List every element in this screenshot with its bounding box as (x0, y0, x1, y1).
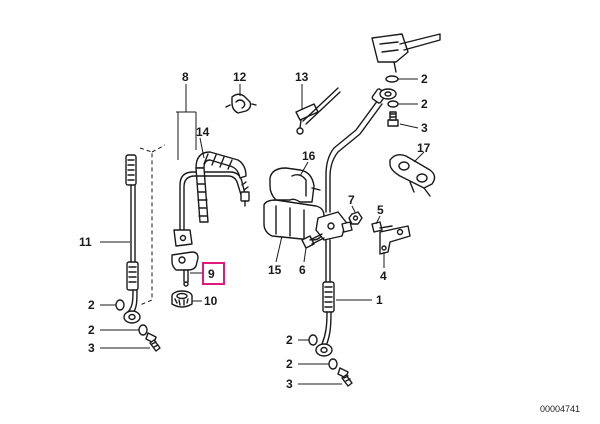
callout-4[interactable]: 4 (380, 269, 387, 283)
t-fitting[interactable] (315, 211, 353, 241)
callout-2-top-b[interactable]: 2 (421, 97, 428, 111)
callout-6[interactable]: 6 (299, 263, 306, 277)
banjo-bolt-3-right[interactable] (337, 367, 353, 387)
protective-sleeve-14[interactable] (195, 151, 250, 223)
callout-2-top-a[interactable]: 2 (421, 72, 428, 86)
pipe-fitting-8[interactable] (240, 191, 250, 207)
callout-9-highlight (202, 262, 225, 285)
washer-2-right-a[interactable] (308, 334, 318, 346)
leader-6 (303, 247, 307, 263)
bolt-6[interactable] (301, 233, 325, 249)
brake-pipe-8[interactable] (173, 171, 247, 247)
leader-8-branch (176, 111, 197, 160)
callout-14[interactable]: 14 (196, 125, 210, 139)
rubber-mount-15[interactable] (263, 199, 325, 241)
washer-2-left-a[interactable] (115, 299, 125, 311)
callout-3-top[interactable]: 3 (421, 121, 428, 135)
assembly-bracket-left (139, 147, 153, 306)
assembly-bracket-right (151, 144, 166, 153)
banjo-fitting-right[interactable] (315, 343, 333, 357)
pipe-clamp-13[interactable] (295, 87, 341, 135)
callout-9[interactable]: 9 (208, 267, 215, 281)
callout-5[interactable]: 5 (377, 203, 384, 217)
callout-3-left[interactable]: 3 (88, 341, 95, 355)
nut-7[interactable] (348, 211, 363, 225)
callout-17[interactable]: 17 (417, 141, 431, 155)
grommet-10[interactable] (171, 290, 193, 308)
callout-3-right[interactable]: 3 (286, 377, 293, 391)
hose-assembly-11[interactable] (125, 154, 139, 316)
banjo-fitting-left[interactable] (123, 310, 141, 324)
callout-16[interactable]: 16 (302, 149, 316, 163)
washer-2-right-b[interactable] (328, 358, 338, 370)
screw-5[interactable] (371, 221, 393, 233)
callout-2-left-b[interactable]: 2 (88, 323, 95, 337)
callout-2-right-b[interactable]: 2 (286, 357, 293, 371)
callout-10[interactable]: 10 (204, 294, 218, 308)
banjo-bolt-3-left[interactable] (145, 332, 161, 352)
callout-8[interactable]: 8 (182, 70, 189, 84)
leader-16 (299, 161, 309, 177)
double-clip-17[interactable] (389, 153, 436, 197)
leader-3-top (399, 123, 419, 129)
document-number: 00004741 (539, 404, 580, 414)
bracket-9[interactable] (171, 251, 199, 287)
banjo-bolt-3-top[interactable] (387, 111, 399, 127)
leader-17 (413, 151, 425, 163)
leader-5 (375, 215, 381, 225)
washer-2-top-b[interactable] (387, 100, 399, 108)
callout-12[interactable]: 12 (233, 70, 247, 84)
callout-13[interactable]: 13 (295, 70, 309, 84)
hose-clip-12[interactable] (225, 93, 257, 114)
leader-15 (275, 235, 283, 263)
brake-hose-1[interactable] (321, 239, 335, 347)
callout-11[interactable]: 11 (79, 235, 92, 249)
brake-pipe-upper-right[interactable] (325, 88, 387, 213)
bracket-4[interactable] (379, 225, 411, 255)
callout-15[interactable]: 15 (268, 263, 282, 277)
rubber-boot-16[interactable] (269, 167, 321, 203)
banjo-fitting-top[interactable] (379, 88, 397, 100)
brake-lever-assembly[interactable] (371, 33, 441, 73)
callout-2-right-a[interactable]: 2 (286, 333, 293, 347)
leader-7 (351, 205, 356, 213)
callout-1[interactable]: 1 (376, 293, 383, 307)
callout-2-left-a[interactable]: 2 (88, 298, 95, 312)
washer-2-top-a[interactable] (385, 75, 399, 83)
callout-7[interactable]: 7 (348, 193, 355, 207)
leader-14 (199, 137, 205, 159)
washer-2-left-b[interactable] (138, 324, 148, 336)
